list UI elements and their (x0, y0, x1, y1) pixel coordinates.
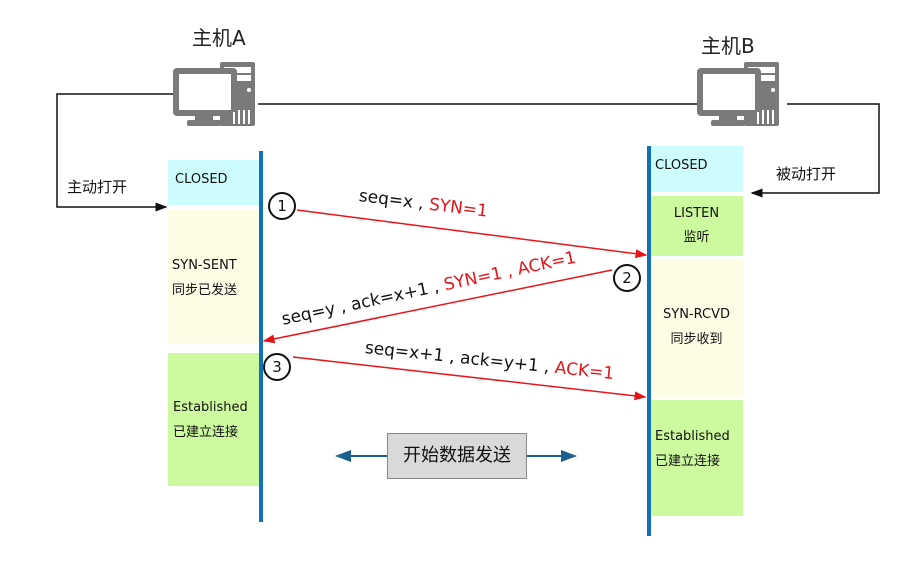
client-state-syn-sent: SYN-SENT 同步已发送 (168, 210, 260, 343)
client-state-closed: CLOSED (168, 160, 260, 205)
message-2-arrow (262, 269, 613, 344)
message-1-arrow (296, 209, 648, 259)
host-a-title: 主机A (192, 26, 246, 50)
step-2-marker: 2 (613, 264, 641, 292)
host-a-timeline (259, 151, 263, 522)
message-3-arrow (292, 356, 647, 401)
state-name: LISTEN (673, 206, 720, 221)
client-state-established: Established 已建立连接 (168, 353, 260, 486)
server-state-closed: CLOSED (650, 146, 743, 192)
step-3-marker: 3 (263, 353, 291, 381)
state-name: Established (655, 429, 730, 444)
host-b-title: 主机B (701, 34, 755, 58)
state-name: SYN-SENT (172, 258, 237, 273)
state-desc: 已建立连接 (655, 454, 721, 469)
active-open-label: 主动打开 (67, 178, 128, 196)
computer-icon (697, 62, 779, 126)
data-transfer-box: 开始数据发送 (387, 433, 527, 479)
server-state-established: Established 已建立连接 (650, 400, 743, 516)
state-desc: 同步收到 (670, 332, 723, 347)
state-name: CLOSED (175, 172, 228, 187)
step-1-marker: 1 (268, 192, 296, 220)
state-desc: 已建立连接 (173, 425, 239, 440)
active-open-arrow (56, 93, 175, 212)
passive-open-label: 被动打开 (776, 165, 837, 183)
state-name: Established (173, 400, 248, 415)
state-name: CLOSED (655, 158, 708, 173)
server-state-syn-rcvd: SYN-RCVD 同步收到 (650, 259, 743, 397)
state-name: SYN-RCVD (663, 307, 730, 322)
state-desc: 同步已发送 (172, 283, 238, 298)
computer-icon (173, 62, 255, 126)
host-b-timeline (647, 146, 651, 536)
server-state-listen: LISTEN 监听 (650, 196, 743, 256)
passive-open-arrow (750, 103, 880, 198)
state-desc: 监听 (683, 230, 710, 245)
